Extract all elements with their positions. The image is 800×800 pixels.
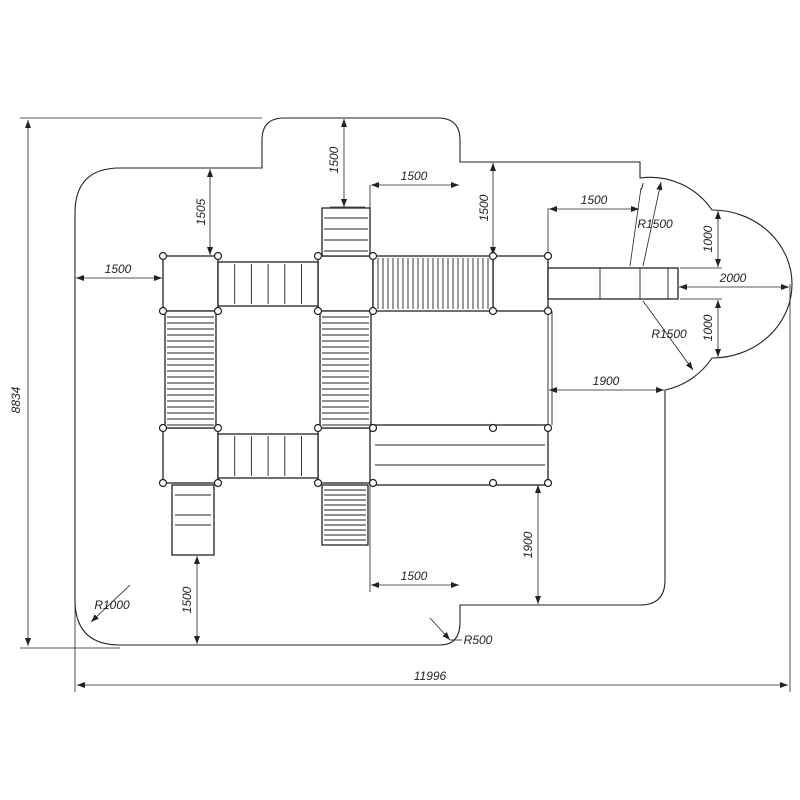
post: [158, 423, 168, 433]
post: [368, 306, 378, 316]
top-stairs: [321, 207, 371, 257]
platform: [317, 427, 374, 484]
post: [368, 423, 378, 433]
post: [313, 306, 323, 316]
slide: [547, 267, 679, 300]
top-notch-label: 1500: [327, 146, 341, 173]
post: [543, 306, 553, 316]
slide-upper-label: 1000: [701, 225, 715, 252]
bottom-radius-label: R500: [464, 633, 493, 647]
top-right-offset-label: 1500: [477, 194, 491, 221]
post: [158, 478, 168, 488]
post: [313, 251, 323, 261]
slide-lower-label: 1000: [701, 314, 715, 341]
slatted-bridge: [319, 310, 372, 429]
right-offset-label: 1900: [593, 374, 620, 388]
post: [488, 306, 498, 316]
post: [488, 478, 498, 488]
post: [313, 423, 323, 433]
top-gap-label: 1500: [401, 169, 428, 183]
left-offset-label: 1500: [105, 262, 132, 276]
bench-module: [369, 424, 549, 486]
slide-end-label: 2000: [719, 271, 747, 285]
overall-height-label: 8834: [9, 386, 23, 413]
post: [488, 251, 498, 261]
overall-width-label: 11996: [414, 669, 447, 683]
post: [313, 478, 323, 488]
post: [213, 251, 223, 261]
bottom-left-vertical-label: 1500: [180, 586, 194, 613]
ladder: [171, 484, 215, 556]
slatted-bridge: [164, 310, 217, 429]
post: [543, 423, 553, 433]
dimension-lines: 1500 1505 1500 1500 1500 1500 1000 1000 …: [76, 119, 789, 647]
lower-radius-label: R1500: [651, 327, 687, 341]
post: [213, 478, 223, 488]
post: [543, 478, 553, 488]
platform: [162, 255, 219, 312]
bottom-gap-label: 1500: [401, 569, 428, 583]
upper-radius-label: R1500: [637, 217, 673, 231]
slide-gap-label: 1500: [581, 193, 608, 207]
post: [543, 251, 553, 261]
post: [158, 306, 168, 316]
top-left-offset-label: 1505: [194, 198, 208, 225]
bottom-right-vertical-label: 1900: [521, 531, 535, 558]
overall-width-dimension: 11996: [74, 284, 791, 692]
post: [368, 478, 378, 488]
safety-zone-outline: [74, 117, 793, 646]
overall-height-dimension: 8834: [9, 117, 262, 649]
bottom-left-radius-label: R1000: [94, 598, 130, 612]
platform: [317, 255, 374, 312]
post: [368, 251, 378, 261]
play-structure: [158, 207, 679, 556]
post: [488, 423, 498, 433]
post: [213, 306, 223, 316]
post: [213, 423, 223, 433]
platform: [162, 427, 219, 484]
platform: [492, 255, 549, 312]
post: [158, 251, 168, 261]
